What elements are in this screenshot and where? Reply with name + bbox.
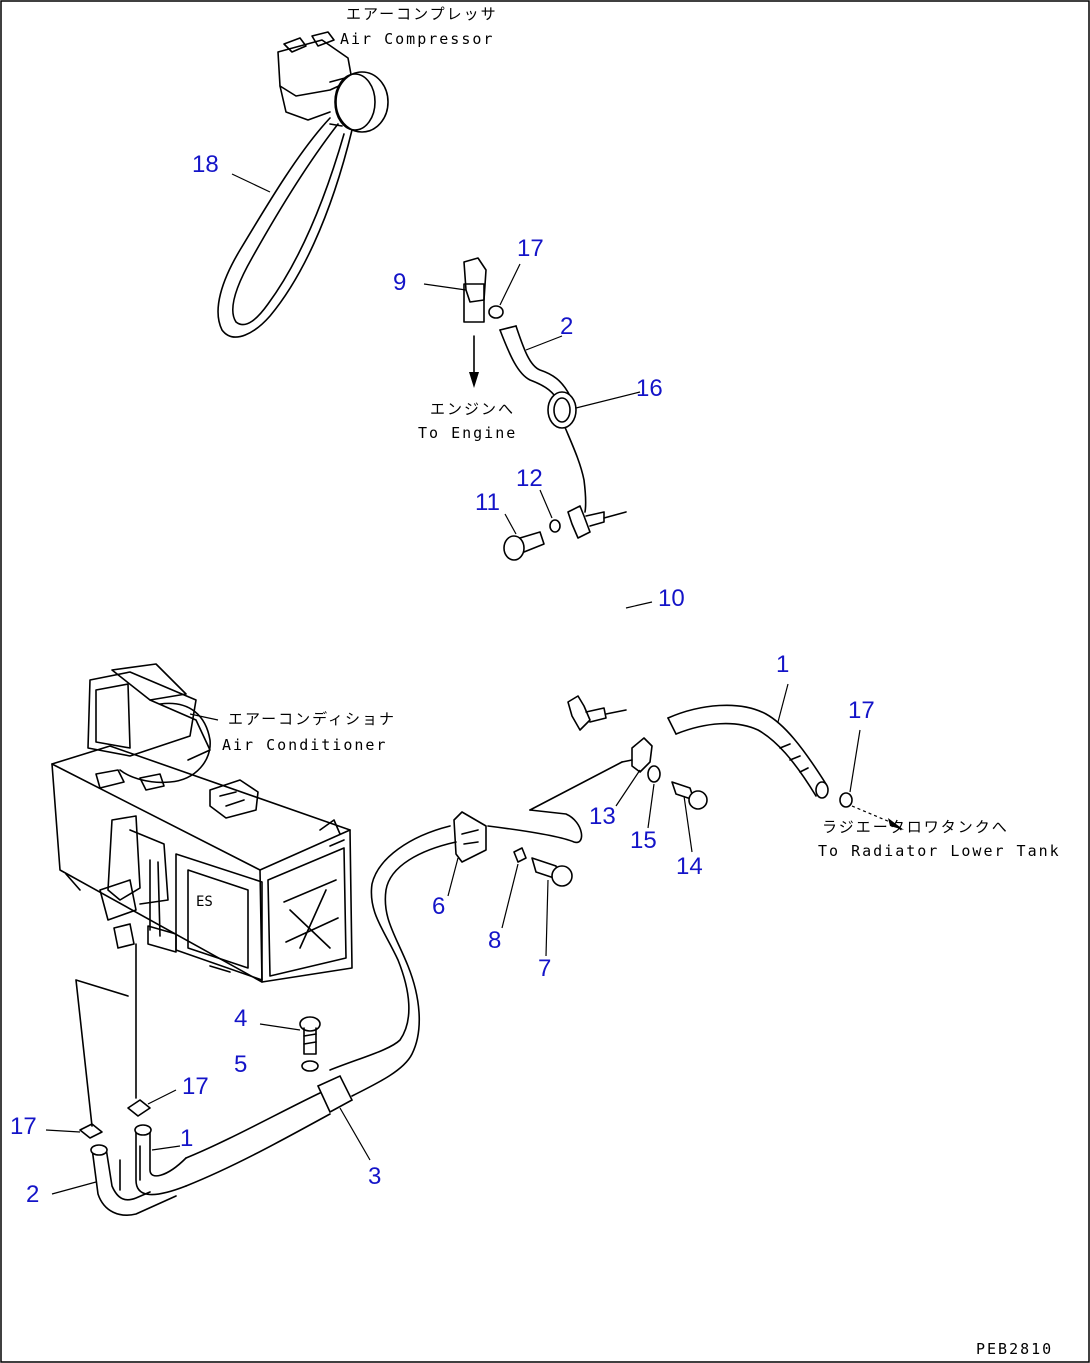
leader-10 <box>625 601 653 609</box>
to-engine-label-en: To Engine <box>418 424 517 442</box>
callout-14: 14 <box>676 853 703 880</box>
pipe-section <box>487 809 583 844</box>
callout-17-top: 17 <box>517 235 544 262</box>
washer-12 <box>549 519 561 533</box>
leader-17-lower-right <box>147 1089 177 1105</box>
callout-8: 8 <box>488 927 501 954</box>
lower-hose-assembly <box>90 825 457 1216</box>
leader-3 <box>339 1107 371 1161</box>
bolt-14 <box>671 781 708 810</box>
bolt-7 <box>531 857 573 887</box>
hose-1-upper <box>667 704 829 799</box>
callout-4: 4 <box>234 1005 247 1032</box>
drive-belt <box>217 117 353 338</box>
to-radiator-direction <box>851 805 891 823</box>
callout-7: 7 <box>538 955 551 982</box>
clip-upper-right <box>567 695 627 731</box>
leader-8 <box>501 863 519 929</box>
to-engine-label-jp: エンジンへ <box>430 400 515 418</box>
callout-3: 3 <box>368 1163 381 1190</box>
leader-air-conditioner <box>189 713 219 721</box>
leader-4 <box>259 1023 301 1031</box>
callout-12: 12 <box>516 465 543 492</box>
callout-9: 9 <box>393 269 406 296</box>
callout-2-upper: 2 <box>560 313 573 340</box>
callout-11: 11 <box>475 489 500 516</box>
bolt-11 <box>503 531 545 561</box>
clamp-3 <box>301 1060 354 1114</box>
leader-6 <box>447 857 459 897</box>
hose-clamp-17-lower-right <box>127 1099 151 1117</box>
bracket-13 <box>621 737 653 773</box>
air-conditioner-label-jp: エアーコンディショナ <box>228 710 396 728</box>
hose-clamp-17-lower-left <box>79 1123 103 1139</box>
leader-18 <box>231 173 271 193</box>
pipe-to-bracket <box>529 761 623 811</box>
hose-clamp-17-right <box>839 792 853 808</box>
leader-1-lower <box>151 1145 181 1151</box>
svg-text:ES: ES <box>196 894 213 910</box>
leader-14 <box>683 795 693 853</box>
callout-17-lower-right: 17 <box>182 1073 209 1100</box>
to-radiator-label-en: To Radiator Lower Tank <box>818 842 1061 860</box>
leader-15 <box>647 783 655 829</box>
clip-6 <box>453 811 487 863</box>
drawing-code: PEB2810 <box>976 1340 1053 1358</box>
washer-8 <box>513 847 527 863</box>
hose-guide-left <box>75 979 129 1127</box>
air-compressor-label-en: Air Compressor <box>340 30 494 48</box>
leader-2-upper <box>525 335 563 351</box>
callout-5: 5 <box>234 1051 247 1078</box>
leader-17-right <box>849 729 861 793</box>
leader-16 <box>575 391 641 409</box>
air-compressor-label-jp: エアーコンプレッサ <box>346 5 498 23</box>
leader-2-lower <box>51 1181 97 1195</box>
callout-15: 15 <box>630 827 657 854</box>
leader-17-lower-left <box>45 1129 81 1133</box>
bolt-4 <box>299 1016 321 1055</box>
callout-17-lower-left: 17 <box>10 1113 37 1140</box>
callout-1-lower: 1 <box>180 1125 193 1152</box>
callout-16: 16 <box>636 375 663 402</box>
callout-1-upper: 1 <box>776 651 789 678</box>
callout-2-lower: 2 <box>26 1181 39 1208</box>
washer-15 <box>647 765 661 783</box>
hose-clamp-16 <box>547 391 577 429</box>
callout-17-right: 17 <box>848 697 875 724</box>
leader-12 <box>539 489 553 519</box>
air-compressor <box>277 31 389 133</box>
air-conditioner-unit: ES <box>51 663 353 983</box>
callout-10: 10 <box>658 585 685 612</box>
callout-6: 6 <box>432 893 445 920</box>
callout-13: 13 <box>589 803 616 830</box>
leader-11 <box>504 513 517 535</box>
leader-1-upper <box>777 683 789 723</box>
air-conditioner-label-en: Air Conditioner <box>222 736 387 754</box>
fitting-9 <box>463 257 487 388</box>
leader-17-top <box>499 263 521 306</box>
leader-9 <box>423 283 467 291</box>
callout-18: 18 <box>192 151 219 178</box>
to-radiator-arrow <box>888 818 904 830</box>
leader-13 <box>615 769 641 807</box>
leader-7 <box>545 879 549 957</box>
hose-clamp-17-top <box>488 305 504 319</box>
to-radiator-label-jp: ラジエータロワタンクへ <box>822 818 1009 836</box>
clip-upper <box>567 505 627 539</box>
